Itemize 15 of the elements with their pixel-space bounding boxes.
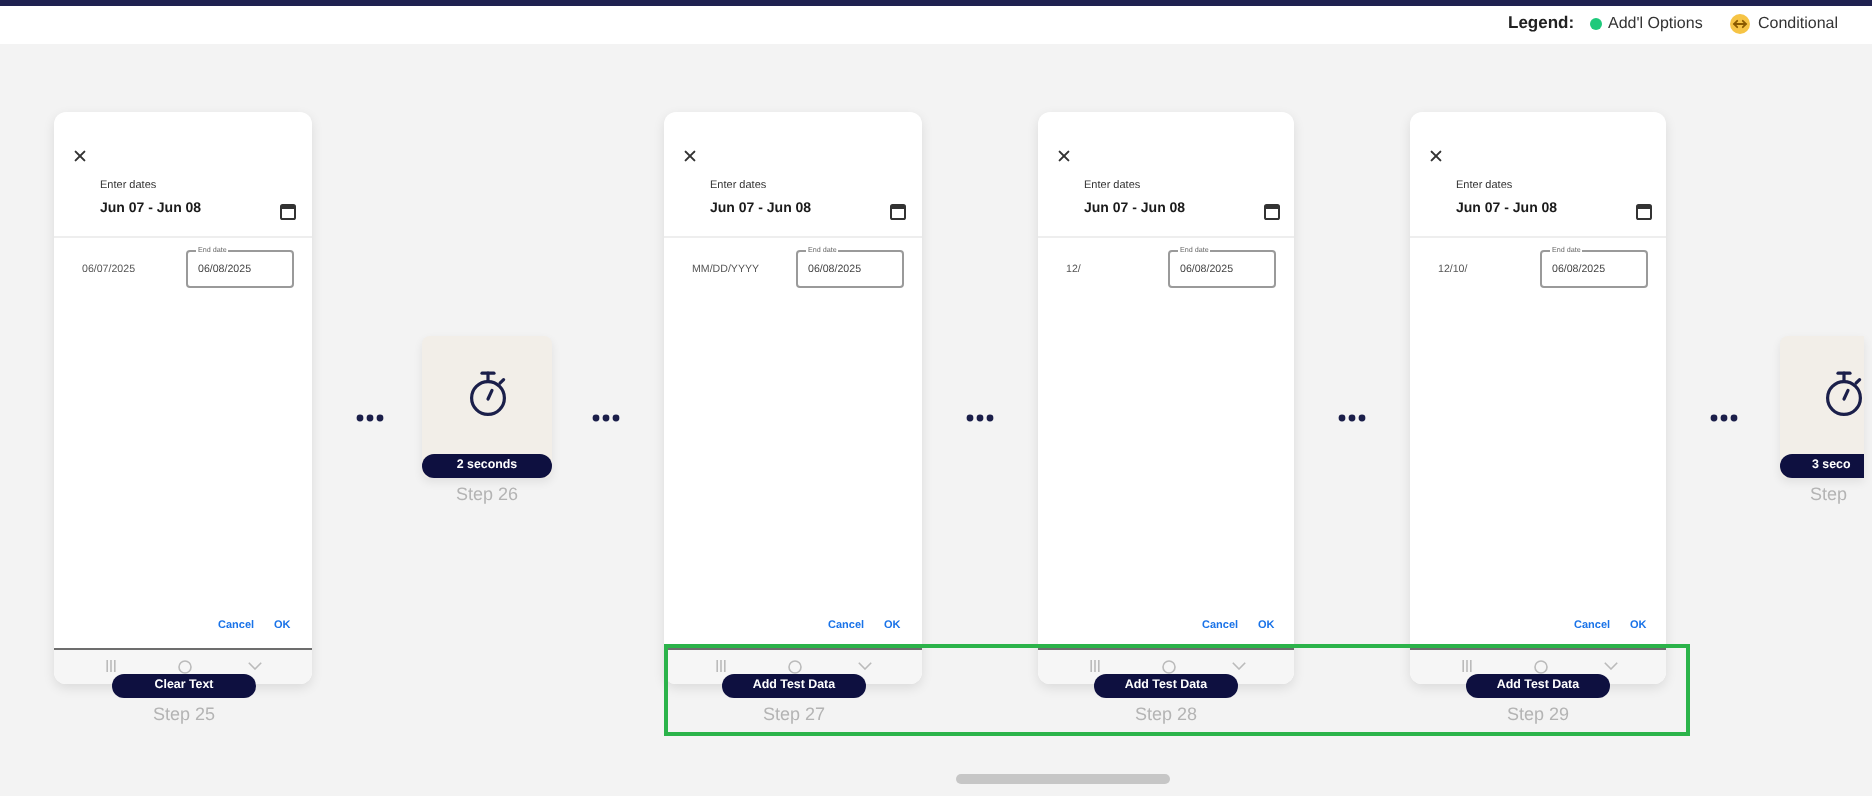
timer-tile [1780,336,1864,478]
step-caption: Step [1810,483,1848,504]
date-input-field [186,250,294,288]
step-caption: Step 28 [1132,703,1200,724]
legend-label: Add'l Options [1608,14,1703,34]
date-input-field [1540,250,1648,288]
step-caption: Step 29 [1504,703,1572,724]
legend-label: Conditional [1758,14,1839,34]
legend-title: Legend: [1508,14,1575,34]
date-input-field [1168,250,1276,288]
step-caption: Step 27 [760,703,828,724]
step-caption: Step 25 [150,703,218,724]
timer-tile [422,336,552,478]
step-caption: Step 26 [453,483,521,504]
date-input-field [796,250,904,288]
